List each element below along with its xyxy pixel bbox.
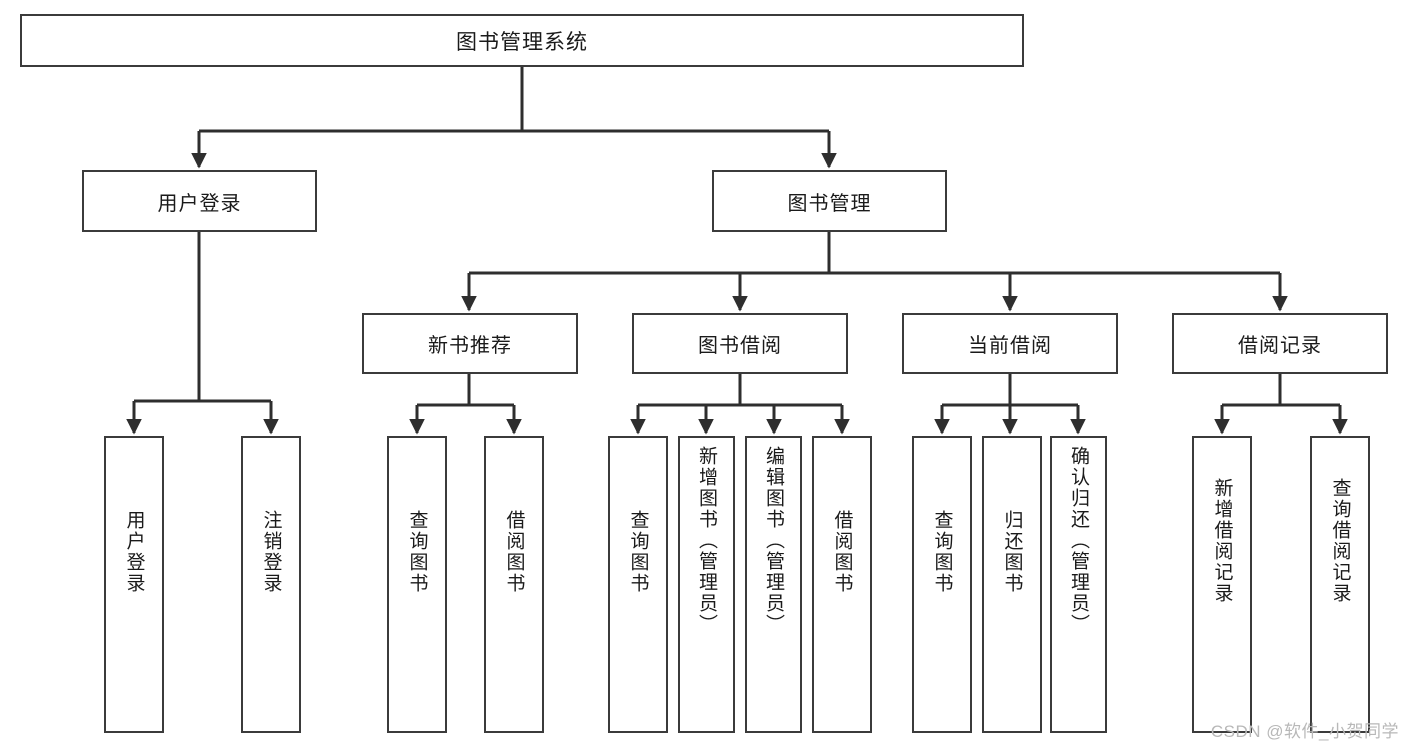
leaf-new-book-query[interactable]: 查询图书 — [387, 436, 447, 733]
node-new-book[interactable]: 新书推荐 — [362, 313, 578, 374]
node-book-borrow[interactable]: 图书借阅 — [632, 313, 848, 374]
leaf-current-borrow-query[interactable]: 查询图书 — [912, 436, 972, 733]
node-user-login-label: 用户登录 — [157, 192, 242, 215]
leaf-borrow-record-add-label: 新增借阅记录 — [1211, 478, 1233, 604]
node-current-borrow-label: 当前借阅 — [968, 335, 1052, 357]
leaf-user-login-login-label: 用户登录 — [123, 510, 145, 594]
leaf-user-login-logout[interactable]: 注销登录 — [241, 436, 301, 733]
leaf-user-login-logout-label: 注销登录 — [260, 510, 282, 594]
leaf-book-borrow-query-label: 查询图书 — [627, 510, 649, 594]
leaf-new-book-borrow[interactable]: 借阅图书 — [484, 436, 544, 733]
leaf-borrow-record-add[interactable]: 新增借阅记录 — [1192, 436, 1252, 733]
node-root[interactable]: 图书管理系统 — [20, 14, 1024, 67]
leaf-book-borrow-edit[interactable]: 编辑图书（管理员） — [745, 436, 802, 733]
leaf-book-borrow-add[interactable]: 新增图书（管理员） — [678, 436, 735, 733]
leaf-current-borrow-confirm-label: 确认归还（管理员） — [1068, 446, 1089, 635]
node-root-label: 图书管理系统 — [456, 30, 588, 54]
node-borrow-record-label: 借阅记录 — [1238, 335, 1322, 357]
leaf-book-borrow-edit-label: 编辑图书（管理员） — [763, 446, 784, 635]
leaf-book-borrow-borrow[interactable]: 借阅图书 — [812, 436, 872, 733]
leaf-current-borrow-query-label: 查询图书 — [931, 510, 953, 594]
leaf-current-borrow-confirm[interactable]: 确认归还（管理员） — [1050, 436, 1107, 733]
node-borrow-record[interactable]: 借阅记录 — [1172, 313, 1388, 374]
leaf-borrow-record-query[interactable]: 查询借阅记录 — [1310, 436, 1370, 733]
node-current-borrow[interactable]: 当前借阅 — [902, 313, 1118, 374]
leaf-book-borrow-add-label: 新增图书（管理员） — [696, 446, 717, 635]
node-user-login[interactable]: 用户登录 — [82, 170, 317, 232]
leaf-borrow-record-query-label: 查询借阅记录 — [1329, 478, 1351, 604]
node-book-manage-label: 图书管理 — [787, 192, 872, 215]
leaf-book-borrow-query[interactable]: 查询图书 — [608, 436, 668, 733]
leaf-current-borrow-return-label: 归还图书 — [1001, 510, 1023, 594]
leaf-user-login-login[interactable]: 用户登录 — [104, 436, 164, 733]
leaf-current-borrow-return[interactable]: 归还图书 — [982, 436, 1042, 733]
leaf-new-book-borrow-label: 借阅图书 — [503, 510, 525, 594]
node-book-manage[interactable]: 图书管理 — [712, 170, 947, 232]
leaf-new-book-query-label: 查询图书 — [406, 510, 428, 594]
leaf-book-borrow-borrow-label: 借阅图书 — [831, 510, 853, 594]
node-new-book-label: 新书推荐 — [428, 335, 512, 357]
node-book-borrow-label: 图书借阅 — [698, 335, 782, 357]
